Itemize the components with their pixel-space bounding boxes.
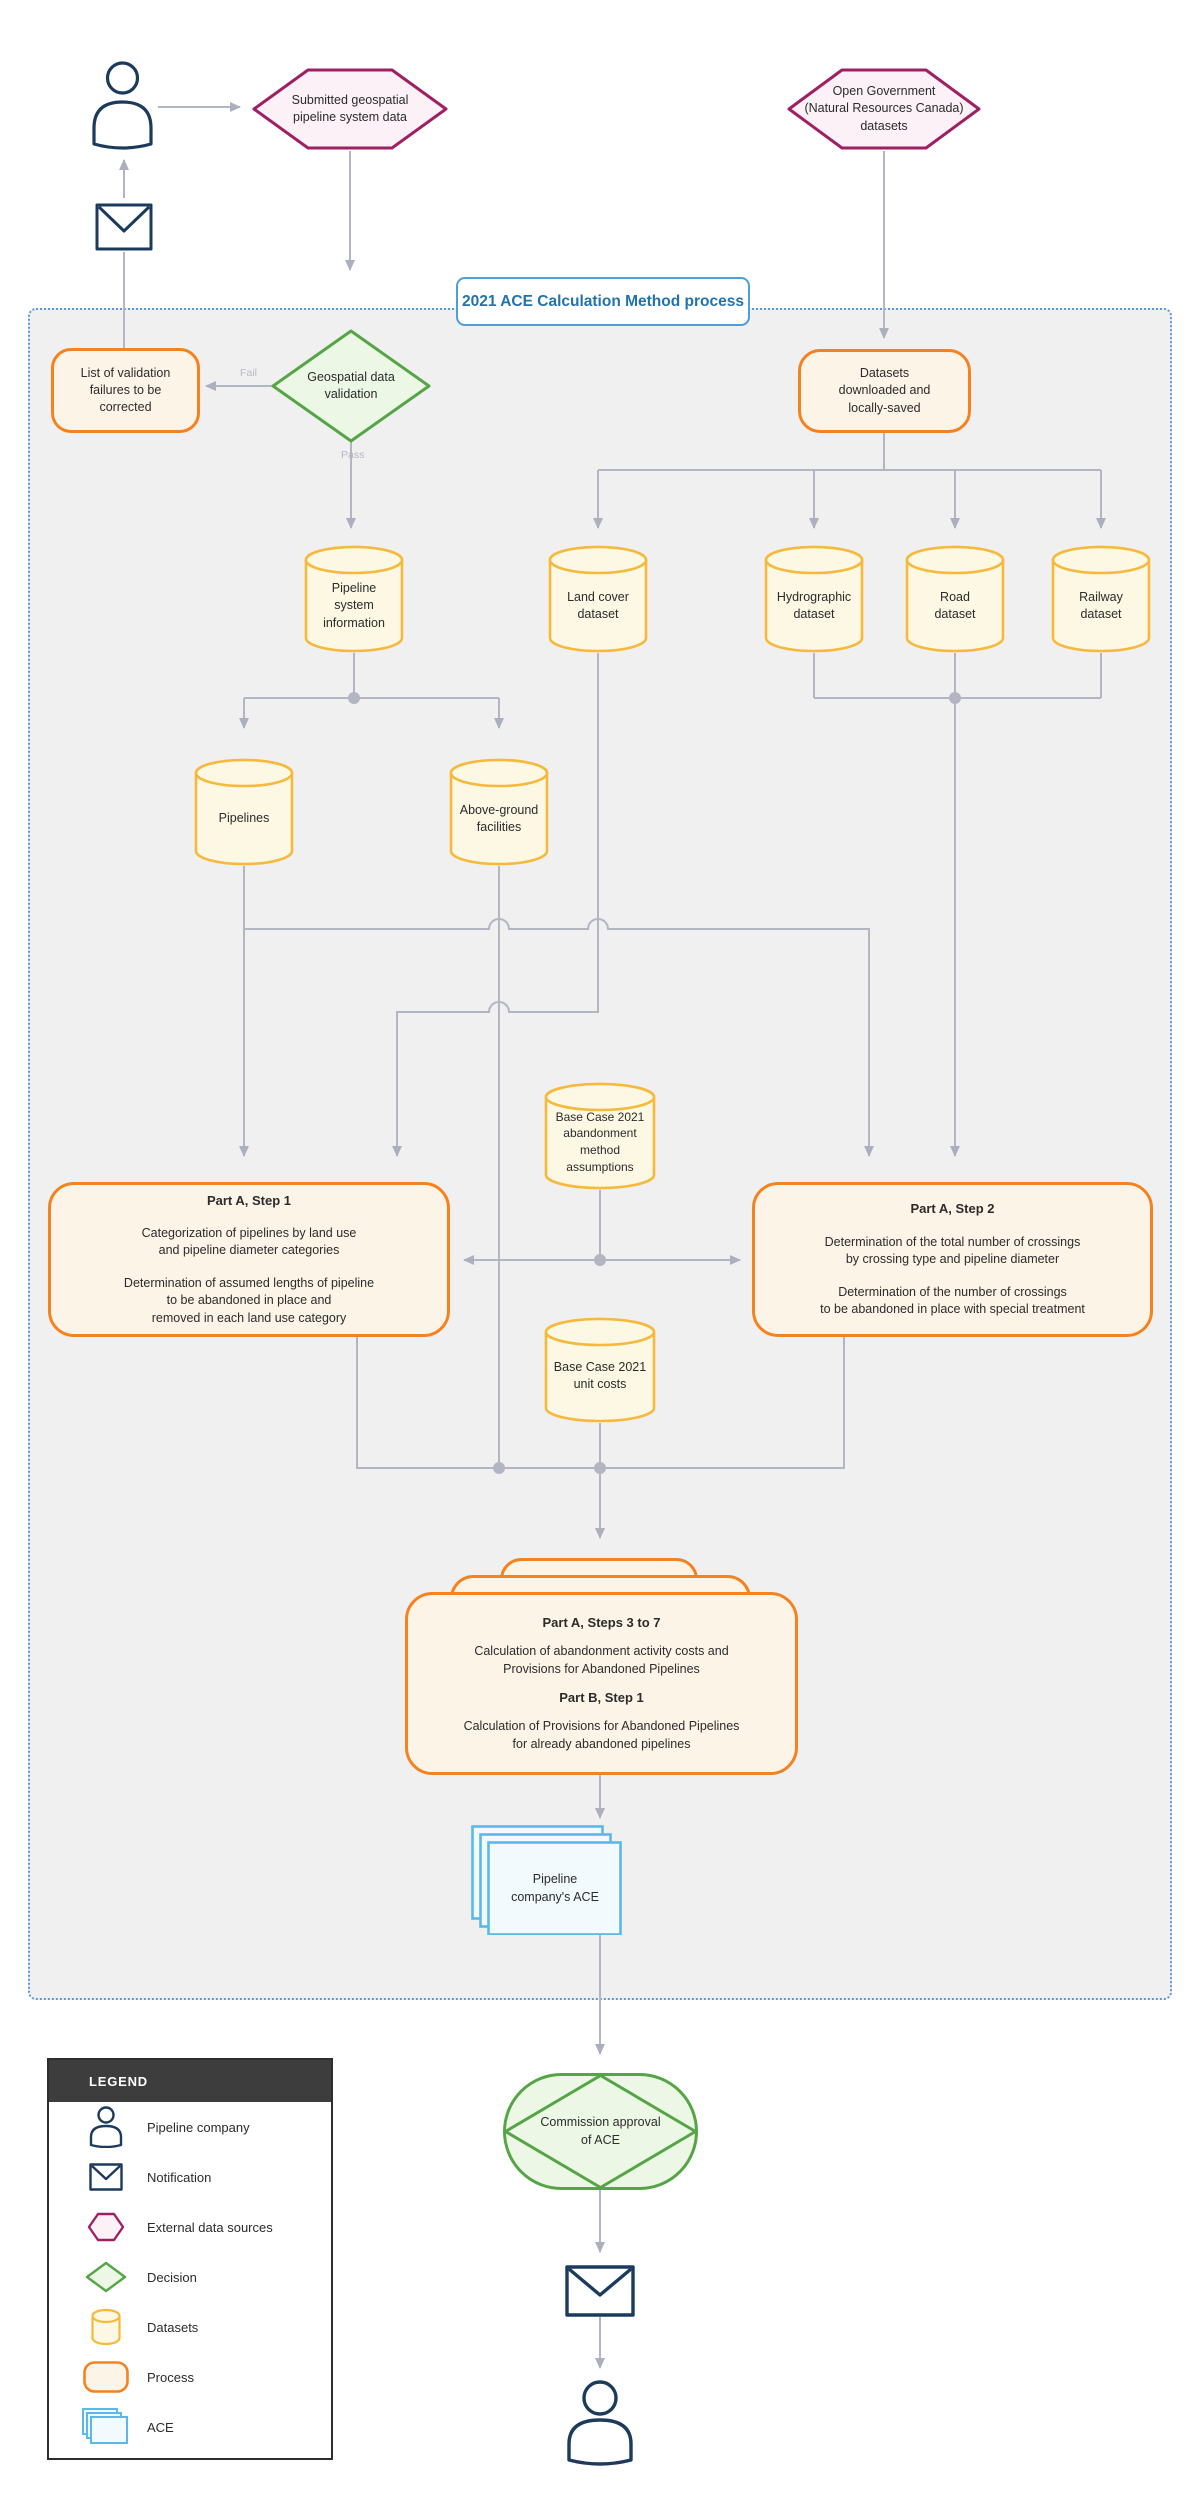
hydrographic-node: Hydrographic dataset [764,545,864,653]
legend-label: ACE [147,2419,174,2435]
part-a-step2-body1: Determination of the total number of cro… [824,1234,1081,1267]
base-case-assumptions-node: Base Case 2021 abandonment method assump… [544,1082,656,1190]
legend-item-notification: Notification [49,2152,331,2202]
hydrographic-label: Hydrographic dataset [776,589,852,621]
part-a-step1-body2: Determination of assumed lengths of pipe… [123,1275,375,1325]
dataset-cylinder [194,758,294,866]
steps-3-7-heading: Part A, Steps 3 to 7 [542,1614,661,1630]
above-ground-node: Above-ground facilities [449,758,549,866]
validation-failures-node: List of validation failures to be correc… [51,348,200,433]
submitted-data-node: Submitted geospatial pipeline system dat… [251,67,449,151]
commission-approval-node: Commission approval of ACE [503,2073,698,2190]
company-ace-node: Pipeline company's ACE [471,1825,622,1935]
part-b-step1-heading: Part B, Step 1 [559,1690,644,1705]
legend-item-external-data: External data sources [49,2202,331,2252]
datasets-downloaded-label: Datasets downloaded and locally-saved [838,366,931,415]
legend-item-datasets: Datasets [49,2302,331,2352]
person-icon [92,61,153,150]
legend: LEGEND Pipeline company [47,2058,333,2460]
pipeline-company-node [90,60,155,152]
legend-item-process: Process [49,2352,331,2402]
base-case-assumptions-label: Base Case 2021 abandonment method assump… [555,1109,645,1174]
pass-label: Pass [341,449,365,461]
geospatial-validation-node: Geospatial data validation [270,328,432,444]
road-label: Road dataset [934,589,976,621]
steps-3-7-body1: Calculation of abandonment activity cost… [474,1644,729,1676]
person-icon [567,2380,633,2466]
base-case-unit-costs-node: Base Case 2021 unit costs [544,1317,656,1423]
datasets-downloaded-node: Datasets downloaded and locally-saved [798,349,971,433]
decision-diamond [271,329,431,443]
part-a-step2-heading: Part A, Step 2 [910,1201,995,1217]
part-b-step1-body: Calculation of Provisions for Abandoned … [463,1719,740,1751]
pipelines-label: Pipelines [218,811,270,826]
part-a-step2-body2: Determination of the number of crossings… [820,1284,1085,1317]
notification-node [95,203,153,251]
hexagon-icon [81,2212,131,2242]
road-node: Road dataset [905,545,1005,653]
land-cover-label: Land cover dataset [567,589,629,621]
diagram-title: 2021 ACE Calculation Method process [456,277,750,326]
notification-node-bottom [565,2265,635,2317]
part-a-step1-heading: Part A, Step 1 [206,1192,292,1208]
external-source-hexagon [252,68,448,150]
pipeline-system-info-node: Pipeline system information [304,545,404,653]
legend-label: Notification [147,2169,212,2185]
pipeline-system-info-label: Pipeline system information [323,581,385,630]
legend-label: Pipeline company [147,2119,250,2135]
open-government-node: Open Government (Natural Resources Canad… [786,67,982,151]
rounded-rect-icon [81,2361,131,2393]
dataset-cylinder [304,545,404,653]
dataset-cylinder [764,545,864,653]
person-icon [81,2106,131,2148]
legend-label: Decision [147,2269,197,2285]
pipelines-node: Pipelines [194,758,294,866]
validation-failures-label: List of validation failures to be correc… [80,365,171,415]
envelope-icon [81,2163,131,2191]
legend-item-ace: ACE [49,2402,331,2452]
commission-approval-label: Commission approval of ACE [540,2115,661,2147]
submitted-data-label: Submitted geospatial pipeline system dat… [291,92,409,124]
part-a-step2-node: Part A, Step 2 Determination of the tota… [752,1182,1153,1337]
fail-label: Fail [240,367,257,379]
base-case-unit-costs-label: Base Case 2021 unit costs [553,1359,647,1391]
land-cover-node: Land cover dataset [548,545,648,653]
approval-stadium-shape [503,2073,698,2190]
part-a-step1-node: Part A, Step 1 Categorization of pipelin… [48,1182,450,1337]
ace-documents-icon [81,2408,131,2446]
part-a-steps-3-7-node [405,1558,798,1775]
legend-item-decision: Decision [49,2252,331,2302]
geospatial-validation-label: Geospatial data validation [307,369,395,401]
diamond-icon [81,2261,131,2293]
part-a-step1-body1: Categorization of pipelines by land use … [141,1225,357,1258]
pipeline-company-node-bottom [565,2380,635,2466]
envelope-icon [565,2265,635,2317]
cylinder-icon [81,2308,131,2346]
legend-header: LEGEND [49,2060,331,2102]
part-a-steps-3-7-text: Part A, Steps 3 to 7 Calculation of aban… [405,1592,798,1775]
dataset-cylinder [548,545,648,653]
legend-label: Datasets [147,2319,199,2335]
railway-label: Railway dataset [1079,589,1123,621]
dataset-cylinder [1051,545,1151,653]
legend-label: External data sources [147,2219,273,2235]
ace-documents-icon [471,1825,622,1935]
company-ace-label: Pipeline company's ACE [511,1872,599,1904]
legend-label: Process [147,2369,194,2385]
railway-node: Railway dataset [1051,545,1151,653]
above-ground-label: Above-ground facilities [459,802,539,834]
legend-item-pipeline-company: Pipeline company [49,2102,331,2152]
stacked-process-shape [405,1558,798,1775]
open-government-label: Open Government (Natural Resources Canad… [804,84,964,133]
dataset-cylinder [905,545,1005,653]
envelope-icon [95,203,153,251]
external-source-hexagon [787,68,981,150]
